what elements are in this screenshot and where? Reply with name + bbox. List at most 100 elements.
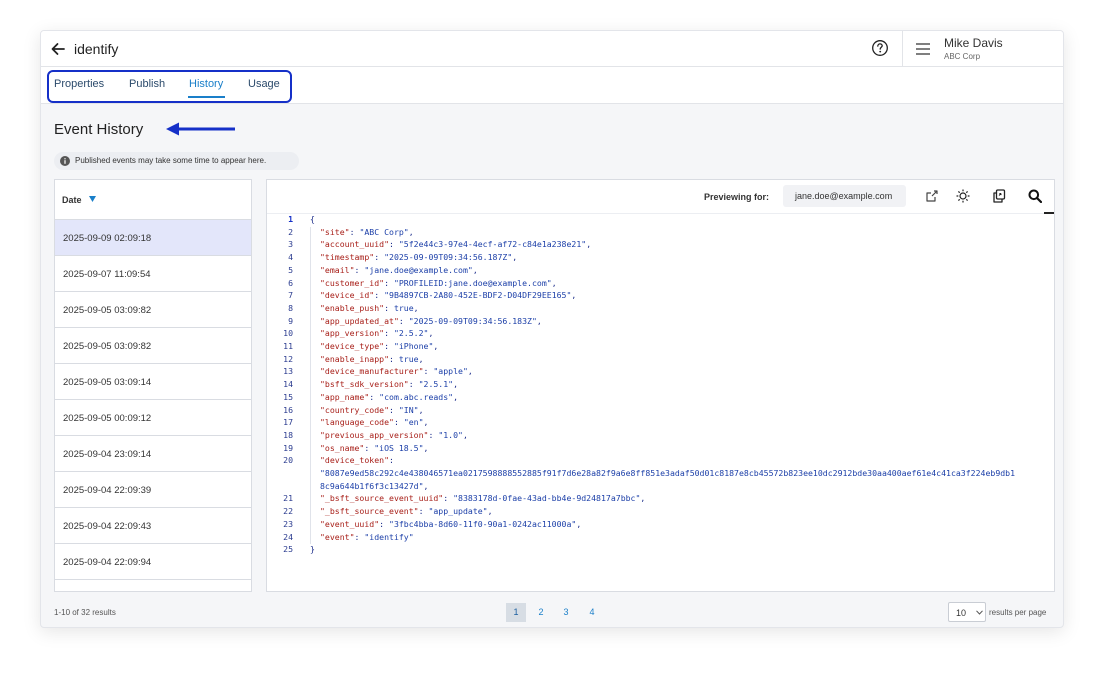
line-number: 4 [288, 252, 293, 263]
date-row-label: 2025-09-04 22:09:39 [63, 485, 152, 496]
copy-icon[interactable] [992, 189, 1006, 203]
json-key: "bsft_sdk_version" [320, 379, 409, 390]
tab-usage[interactable]: Usage [248, 78, 280, 90]
line-number: 13 [283, 366, 293, 377]
json-punctuation: , [462, 429, 468, 440]
json-value: true [393, 302, 414, 313]
json-value: "com.abc.reads" [379, 391, 454, 402]
json-key: "device_id" [320, 290, 375, 301]
date-row[interactable]: 2025-09-04 22:09:39 [55, 472, 251, 508]
user-name[interactable]: Mike Davis [944, 36, 1003, 50]
date-row-label: 2025-09-09 02:09:18 [63, 233, 152, 244]
json-key: "account_uuid" [320, 239, 390, 250]
date-row[interactable]: 2025-09-04 22:09:43 [55, 508, 251, 544]
notice-text: Published events may take some time to a… [75, 156, 267, 165]
json-colon: : [354, 264, 365, 275]
line-number: 3 [288, 239, 293, 250]
json-value: "2025-09-09T09:34:56.183Z" [408, 315, 537, 326]
search-icon[interactable] [1028, 189, 1042, 203]
date-row[interactable]: 2025-09-04 22:09:94 [55, 544, 251, 580]
code-text: "customer_id": "PROFILEID:jane.doe@examp… [320, 278, 557, 288]
json-value: "1.0" [438, 429, 463, 440]
user-organization: ABC Corp [944, 52, 981, 61]
json-key: "event_uuid" [320, 518, 380, 529]
json-value: "iPhone" [393, 341, 434, 351]
code-text: } [310, 544, 315, 554]
json-punctuation: , [640, 493, 646, 504]
line-number: 22 [283, 506, 293, 517]
json-value: "2.5.2" [393, 328, 429, 339]
json-key: "device_token" [320, 455, 390, 466]
code-text: "previous_app_version": "1.0", [320, 430, 468, 440]
code-text: "device_token": [320, 455, 394, 465]
help-icon[interactable] [871, 39, 889, 57]
tab-publish[interactable]: Publish [129, 78, 166, 90]
external-link-icon[interactable] [925, 189, 939, 203]
back-arrow-icon[interactable] [49, 40, 67, 58]
json-value: "PROFILEID:jane.doe@example.com" [393, 277, 552, 288]
app-window: identify Mike Davis ABC Corp Properties … [40, 30, 1064, 628]
date-row[interactable]: 2025-09-05 00:09:12 [55, 400, 251, 436]
json-colon: : [393, 417, 404, 428]
json-colon: : [408, 379, 419, 390]
json-punctuation: , [586, 239, 592, 250]
line-number: 14 [283, 379, 293, 390]
code-text: "event": "identify" [320, 532, 414, 542]
date-row-label: 2025-09-04 22:09:94 [63, 557, 152, 568]
json-punctuation: , [453, 379, 459, 390]
date-row-label: 2025-09-05 00:09:12 [63, 413, 152, 424]
json-colon: : [389, 239, 399, 250]
json-key: "country_code" [320, 404, 390, 415]
json-punctuation: , [408, 226, 414, 237]
json-punctuation: , [551, 277, 557, 288]
code-text: "app_updated_at": "2025-09-09T09:34:56.1… [320, 316, 542, 326]
scrollbar-thumb[interactable] [1044, 212, 1054, 214]
json-key: "app_version" [320, 328, 385, 339]
per-page-label: results per page [989, 608, 1047, 617]
sort-desc-icon[interactable] [89, 196, 96, 202]
line-number: 23 [283, 518, 293, 529]
date-column-header[interactable]: Date [55, 180, 251, 220]
json-colon: : [389, 353, 399, 364]
json-colon: : [443, 493, 454, 504]
json-punctuation: , [418, 404, 424, 415]
hamburger-menu-icon[interactable] [915, 42, 931, 56]
tab-history[interactable]: History [189, 78, 224, 90]
json-value: "8383178d-0fae-43ad-bb4e-9d24817a7bbc" [453, 493, 641, 504]
page-title: Event History [54, 121, 144, 138]
json-punctuation: , [487, 506, 493, 517]
json-colon: : [374, 252, 385, 263]
date-row[interactable]: 2025-09-09 02:09:18 [55, 220, 251, 256]
json-value: "3fbc4bba-8d60-11f0-90a1-0242ac11000a" [389, 518, 577, 529]
json-key: "_bsft_source_event_uuid" [320, 493, 444, 504]
json-colon: : [384, 302, 394, 313]
header-divider [902, 31, 903, 67]
date-row[interactable]: 2025-09-05 03:09:82 [55, 292, 251, 328]
line-number: 12 [283, 353, 293, 364]
theme-toggle-icon[interactable] [956, 189, 970, 203]
json-value: 8c9a644b1f6f3c13427d" [320, 480, 424, 491]
line-number: 18 [283, 429, 293, 440]
code-text: { [310, 214, 315, 224]
code-text: 8c9a644b1f6f3c13427d", [320, 481, 428, 491]
json-key: "device_manufacturer" [320, 366, 424, 377]
results-count: 1-10 of 32 results [54, 608, 116, 617]
json-colon: : [374, 290, 385, 301]
date-row[interactable]: 2025-09-05 03:09:14 [55, 364, 251, 400]
preview-user-field[interactable]: jane.doe@example.com [783, 185, 906, 207]
page-1-button[interactable]: 1 [506, 603, 526, 622]
json-key: "device_type" [320, 341, 385, 351]
page-header-title: identify [74, 41, 119, 57]
json-colon: : [379, 518, 390, 529]
page-3-button[interactable]: 3 [563, 607, 569, 617]
json-colon: : [384, 341, 394, 351]
code-text: "enable_inapp": true, [320, 354, 424, 364]
date-row[interactable]: 2025-09-07 11:09:54 [55, 256, 251, 292]
tab-properties[interactable]: Properties [54, 78, 105, 90]
date-row-label: 2025-09-04 23:09:14 [63, 449, 152, 460]
per-page-select[interactable]: 10 [948, 602, 986, 622]
date-row[interactable]: 2025-09-05 03:09:82 [55, 328, 251, 364]
page-2-button[interactable]: 2 [538, 607, 544, 617]
page-4-button[interactable]: 4 [589, 607, 595, 617]
date-row[interactable]: 2025-09-04 23:09:14 [55, 436, 251, 472]
